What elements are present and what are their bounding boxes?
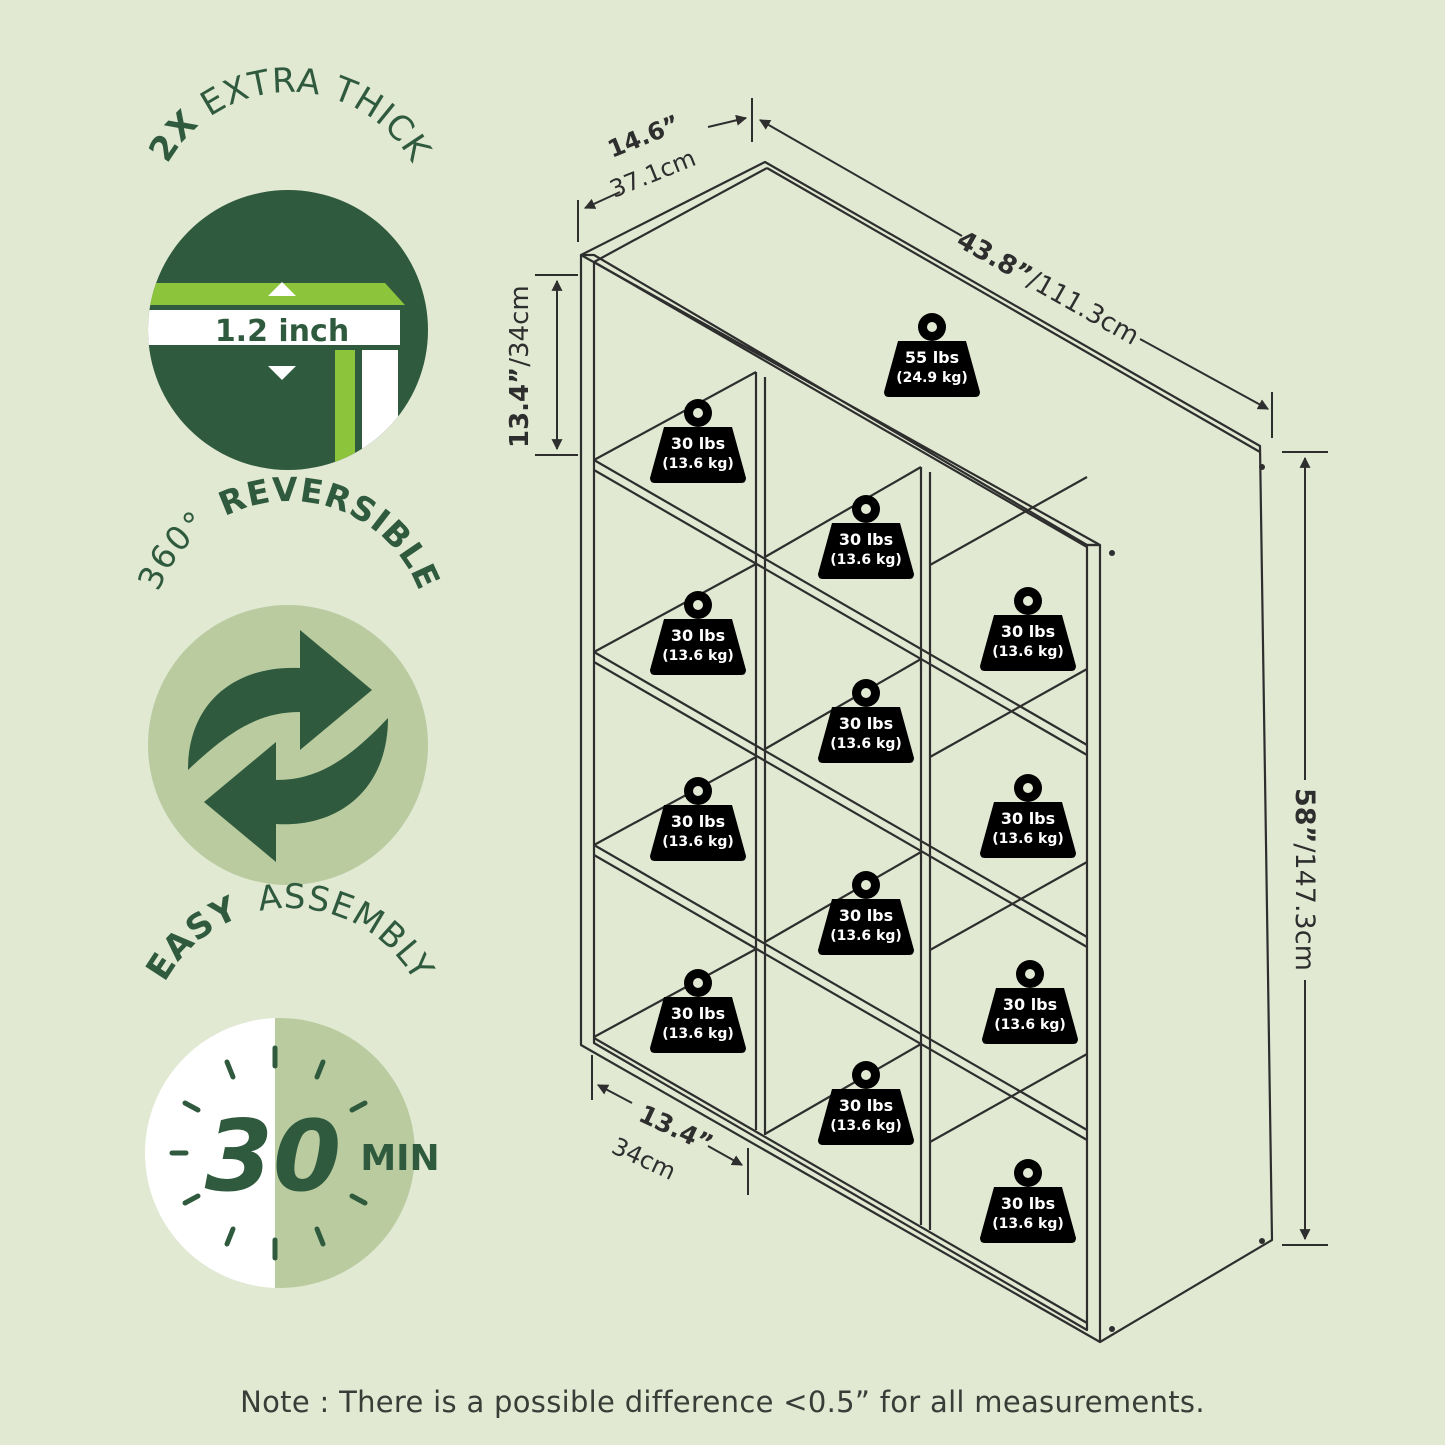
weight-cube-lbs: 30 lbs [671, 812, 725, 831]
total-height-cm: /147.3cm [1289, 843, 1320, 971]
reversible-badge: 360° REVERSIBLE [130, 470, 448, 885]
weight-cube-lbs: 30 lbs [1001, 809, 1055, 828]
weight-cube-lbs: 30 lbs [671, 626, 725, 645]
weight-cube-lbs: 30 lbs [671, 1004, 725, 1023]
weight-cube-kg: (13.6 kg) [662, 456, 734, 472]
weight-cube-kg: (13.6 kg) [662, 648, 734, 664]
svg-text:EASY ASSEMBLY: EASY ASSEMBLY [138, 877, 441, 988]
weight-cube-lbs: 30 lbs [1003, 995, 1057, 1014]
svg-text:2X EXTRA THICK: 2X EXTRA THICK [141, 61, 439, 170]
weight-cube-7: 30 lbs (13.6 kg) [980, 774, 1076, 858]
weight-cube-kg: (13.6 kg) [662, 834, 734, 850]
weight-cube-kg: (13.6 kg) [992, 1216, 1064, 1232]
arrow-down-icon [268, 366, 296, 380]
width-label: 43.8”/111.3cm [952, 225, 1144, 352]
assembly-badge: EASY ASSEMBLY 30 MIN [138, 877, 441, 1288]
weight-cube-10: 30 lbs (13.6 kg) [982, 960, 1078, 1044]
cube-height-label: 13.4”/34cm [505, 285, 535, 448]
assembly-unit: MIN [360, 1138, 439, 1179]
assembly-time: 30 [205, 1100, 341, 1214]
assembly-label-light: ASSEMBLY [256, 877, 442, 988]
weight-cube-lbs: 30 lbs [839, 1096, 893, 1115]
weight-cube-3: 30 lbs (13.6 kg) [650, 591, 746, 675]
weight-cube-12: 30 lbs (13.6 kg) [980, 1159, 1076, 1243]
reversible-label-bold: REVERSIBLE [213, 470, 448, 596]
weight-cube-kg: (13.6 kg) [662, 1026, 734, 1042]
assembly-label-bold: EASY [138, 888, 244, 987]
cube-weights: 30 lbs (13.6 kg) 30 lbs (13.6 kg) 30 lbs (13.… [650, 399, 1078, 1243]
weight-cube-lbs: 30 lbs [839, 906, 893, 925]
weight-cube-4: 30 lbs (13.6 kg) [980, 587, 1076, 671]
arrow-up-icon [268, 282, 296, 296]
extra-thick-badge: 2X EXTRA THICK 1.2 inch [141, 61, 439, 470]
cube-shelf-drawing [579, 160, 1274, 1344]
weight-cube-kg: (13.6 kg) [994, 1017, 1066, 1033]
reversible-badge-circle [148, 605, 428, 885]
weight-cube-kg: (13.6 kg) [992, 644, 1064, 660]
thickness-value: 1.2 inch [215, 314, 349, 349]
weight-cube-lbs: 30 lbs [839, 714, 893, 733]
weight-cube-9: 30 lbs (13.6 kg) [650, 969, 746, 1053]
rotate-arrows-icon [188, 630, 388, 862]
total-height-inches: 58” [1289, 788, 1320, 843]
weight-cube-lbs: 30 lbs [1001, 1194, 1055, 1213]
svg-text:360° REVERSIBLE: 360° REVERSIBLE [130, 470, 448, 596]
weight-top-lbs: 55 lbs [905, 348, 959, 367]
weight-cube-5: 30 lbs (13.6 kg) [818, 679, 914, 763]
total-height-label: 58”/147.3cm [1289, 788, 1320, 971]
weight-cube-8: 30 lbs (13.6 kg) [818, 871, 914, 955]
weight-cube-kg: (13.6 kg) [992, 831, 1064, 847]
weight-cube-1: 30 lbs (13.6 kg) [650, 399, 746, 483]
screw-dots [1109, 464, 1265, 1332]
weight-top: 55 lbs (24.9 kg) [884, 313, 980, 397]
weight-cube-2: 30 lbs (13.6 kg) [818, 495, 914, 579]
thick-label-bold: 2X [141, 102, 206, 169]
thick-label-light: EXTRA THICK [194, 61, 439, 170]
dimension-labels: 14.6” 37.1cm 43.8”/111.3cm 13.4”/34cm 58… [505, 110, 1320, 1186]
weight-cube-lbs: 30 lbs [1001, 622, 1055, 641]
measurement-note: Note : There is a possible difference <0… [240, 1385, 1205, 1419]
weight-cube-11: 30 lbs (13.6 kg) [818, 1061, 914, 1145]
weight-cube-kg: (13.6 kg) [830, 928, 902, 944]
width-cm: /111.3cm [1022, 265, 1144, 352]
weight-cube-kg: (13.6 kg) [830, 1118, 902, 1134]
weight-cube-kg: (13.6 kg) [830, 552, 902, 568]
cube-height-inches: 13.4” [505, 367, 535, 448]
weight-cube-lbs: 30 lbs [839, 530, 893, 549]
dimension-lines [535, 98, 1328, 1246]
weight-cube-lbs: 30 lbs [671, 434, 725, 453]
clock-ticks [169, 1045, 368, 1261]
reversible-label-light: 360° [130, 503, 213, 596]
weight-cube-6: 30 lbs (13.6 kg) [650, 777, 746, 861]
weight-cube-kg: (13.6 kg) [830, 736, 902, 752]
weight-top-kg: (24.9 kg) [896, 370, 968, 386]
cube-height-cm: /34cm [505, 285, 535, 366]
